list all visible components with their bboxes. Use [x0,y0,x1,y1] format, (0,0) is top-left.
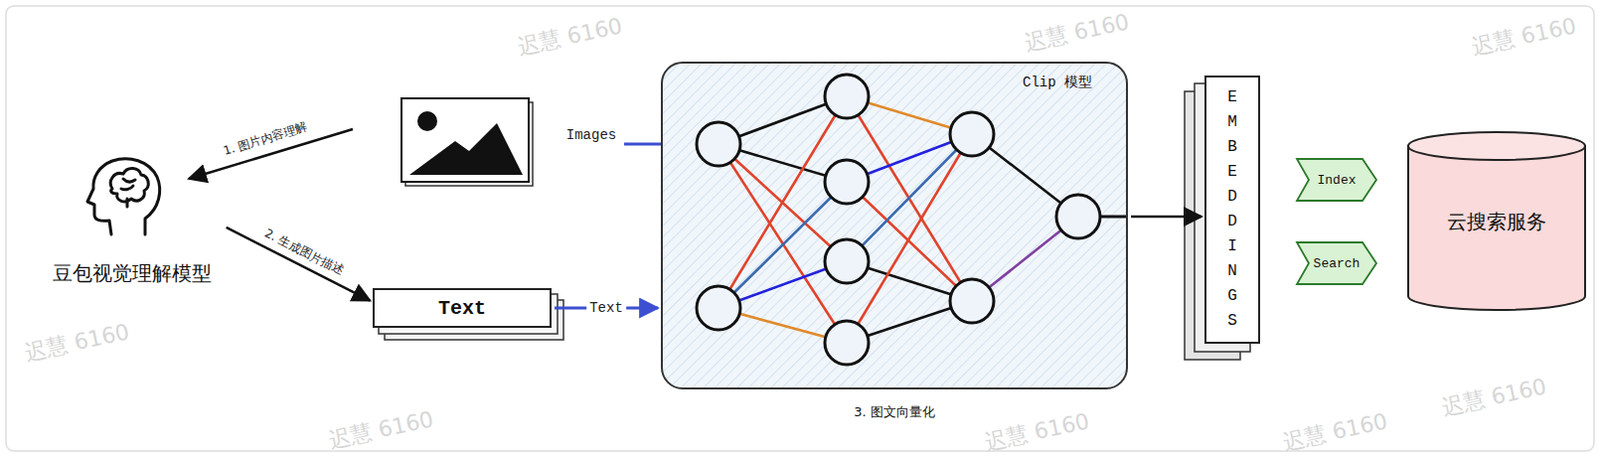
clip-model-hatch [660,61,1128,390]
node-text: EMBEDDINGS [1224,85,1241,334]
image-picture [401,98,533,186]
clip-model-box: Clip 模型3. 图文向量化 [660,61,1128,390]
edge-label: Text [586,300,627,317]
picture-sun [417,111,438,132]
brain-head-icon [87,159,160,235]
watermark: 迟慧 6160 [1021,6,1132,59]
picture-frame [401,98,529,182]
picture-mountains [409,123,523,175]
watermark: 迟慧 6160 [325,404,437,457]
text-box: Text [372,288,552,328]
search-chevron: Search [1294,240,1379,287]
input-label: Images [566,127,617,144]
connector-arrow [226,227,371,302]
node-text: Text [438,297,486,320]
neural-network [696,74,1128,365]
head-outline [87,159,160,235]
connector-arrow [1130,215,1202,219]
index-chevron: Index [1294,157,1379,203]
watermark: 迟慧 6160 [21,317,133,369]
network-neuron [824,239,869,284]
node-text: Clip 模型 [1022,73,1093,92]
watermark: 迟慧 6160 [514,10,626,63]
network-neuron [696,286,741,330]
network-weight [718,96,847,309]
edge-label: 2. 生成图片描述 [261,225,346,281]
network-neuron [950,112,994,157]
brain-outline [110,167,149,201]
network-output-line [1100,215,1128,219]
cylinder-top [1408,132,1586,160]
watermark: 迟慧 6160 [981,406,1093,457]
network-neuron [824,160,869,204]
model-icon-node: 豆包视觉理解模型 [39,159,224,294]
network-weight [718,181,847,309]
search-service-cylinder: 云搜索服务 [1406,131,1588,313]
network-weight [846,134,972,262]
node-text: Search [1313,256,1361,272]
network-neuron [950,279,994,323]
chevron-outline [1296,159,1377,201]
node-text: 云搜索服务 [1446,208,1547,236]
step-label: 1. 图片内容理解 [221,118,310,160]
node-text: Index [1316,172,1356,188]
cylinder-body [1408,145,1586,311]
node-text: 豆包视觉理解模型 [39,260,224,288]
watermark: 迟慧 6160 [1439,371,1550,424]
watermark: 迟慧 6160 [1280,406,1391,457]
chevron-outline [1296,242,1377,285]
network-neuron [696,122,741,166]
embeddings-stack: EMBEDDINGS [1204,75,1261,344]
network-neuron [824,74,869,119]
network-neuron [1056,194,1101,239]
page-frame [5,5,1595,452]
watermark: 迟慧 6160 [1468,10,1580,63]
brain-folds [121,178,136,207]
network-neuron [824,320,869,365]
